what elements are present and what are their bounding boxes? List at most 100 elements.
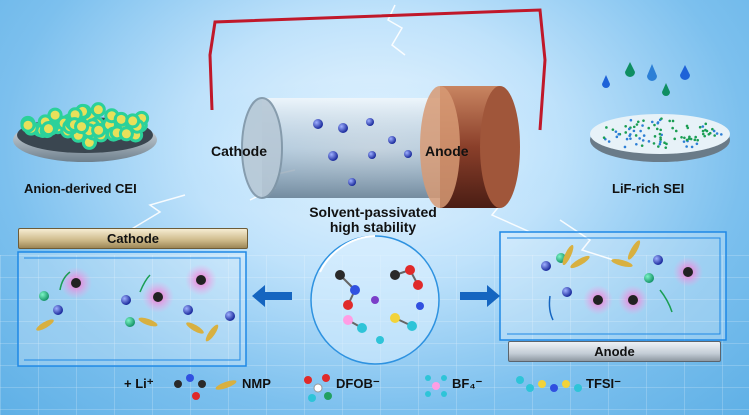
lif-dot	[685, 124, 689, 128]
lif-dot	[671, 119, 675, 123]
lif-dot	[636, 120, 640, 124]
lif-dot	[617, 132, 621, 136]
lif-dot	[640, 144, 644, 147]
lif-dot	[652, 142, 656, 145]
lif-dot	[627, 127, 631, 131]
particle-core	[128, 116, 138, 126]
lif-dot	[634, 134, 638, 137]
lif-dot	[641, 124, 644, 127]
lif-dot	[664, 146, 668, 149]
legend-nmp: NMP	[242, 376, 271, 391]
lif-dot	[671, 126, 674, 130]
lif-dot	[624, 124, 627, 128]
lif-dot	[639, 129, 642, 133]
legend-tfsi-icon	[516, 376, 582, 392]
anode-interface-panel	[499, 231, 727, 341]
arrow-left	[252, 285, 292, 307]
lif-dot	[695, 142, 699, 146]
particle-core	[43, 124, 53, 134]
particle-core	[94, 125, 104, 135]
lif-dot	[698, 125, 702, 129]
solvation-sphere	[310, 235, 440, 365]
lif-dot	[623, 145, 627, 149]
legend-dfob: DFOB⁻	[336, 376, 380, 391]
lif-dot	[701, 132, 705, 136]
lif-dot	[635, 123, 639, 126]
lif-dot	[665, 142, 668, 146]
falling-drops	[602, 62, 690, 96]
lif-dot	[632, 125, 636, 129]
plus-icon: +	[124, 376, 136, 391]
lif-dot	[602, 136, 606, 139]
particle-core	[93, 105, 103, 115]
lif-dot	[673, 137, 677, 141]
legend-li: + Li⁺	[124, 376, 154, 391]
cei-label: Anion-derived CEI	[24, 181, 137, 196]
particle-core	[50, 110, 60, 120]
lif-dot	[660, 117, 663, 120]
lif-dot	[683, 136, 686, 140]
lif-dot	[647, 126, 651, 130]
battery-cell	[241, 86, 520, 208]
particle-core	[70, 110, 80, 120]
lif-dot	[650, 120, 654, 124]
anode-label: Anode	[425, 143, 469, 159]
lif-dot	[680, 135, 683, 139]
lif-dot	[629, 118, 633, 122]
lif-dot	[638, 137, 641, 140]
cathode-bar: Cathode	[18, 228, 248, 249]
sei-label: LiF-rich SEI	[612, 181, 685, 196]
coated-particles	[20, 102, 150, 150]
lif-dot	[659, 136, 662, 139]
lif-dot	[659, 138, 662, 141]
lif-dot	[653, 135, 657, 138]
lif-dot	[682, 140, 686, 143]
particle-core	[121, 129, 131, 139]
legend-bf4: BF₄⁻	[452, 376, 483, 391]
lif-dot	[625, 137, 629, 141]
lif-dot	[696, 138, 699, 142]
legend-tfsi: TFSI⁻	[586, 376, 622, 391]
lif-dot	[674, 129, 678, 133]
lif-dot	[611, 128, 615, 131]
lif-dot	[635, 142, 638, 146]
lif-dot	[711, 127, 714, 131]
lif-dot	[686, 126, 690, 130]
center-caption-line2: high stability	[329, 219, 417, 235]
lif-dot	[659, 128, 663, 132]
lif-dot	[659, 140, 662, 144]
lif-dot	[713, 134, 716, 137]
lif-dot	[614, 130, 618, 133]
legend-bf4-icon	[425, 375, 447, 397]
lif-dot	[668, 119, 671, 123]
cathode-label: Cathode	[211, 143, 267, 159]
lif-dot	[703, 134, 706, 138]
lif-dot	[688, 135, 691, 139]
lif-dot	[685, 138, 689, 142]
lif-dot	[656, 121, 660, 124]
particle-core	[77, 122, 87, 132]
lif-dot	[657, 145, 660, 148]
lif-dot	[624, 131, 628, 134]
lithium-ions-in-cell	[313, 118, 412, 186]
lif-dot	[653, 123, 656, 127]
lif-dot	[607, 140, 611, 143]
center-caption: Solvent-passivated high stability	[298, 205, 448, 235]
lif-dot	[704, 122, 708, 126]
legend-icons	[174, 374, 582, 402]
lif-dot	[641, 139, 645, 142]
anode-bar: Anode	[508, 341, 721, 362]
lif-dot	[647, 140, 651, 143]
lif-dot	[701, 125, 705, 128]
lif-dot	[632, 129, 636, 133]
lif-dot	[720, 133, 723, 136]
lif-dot	[701, 129, 705, 133]
lif-dot	[707, 132, 711, 136]
lif-dot	[628, 134, 631, 138]
lif-dot	[605, 126, 608, 129]
lif-dot	[658, 132, 662, 136]
external-circuit-wire	[208, 8, 547, 131]
lif-dot	[715, 132, 719, 135]
